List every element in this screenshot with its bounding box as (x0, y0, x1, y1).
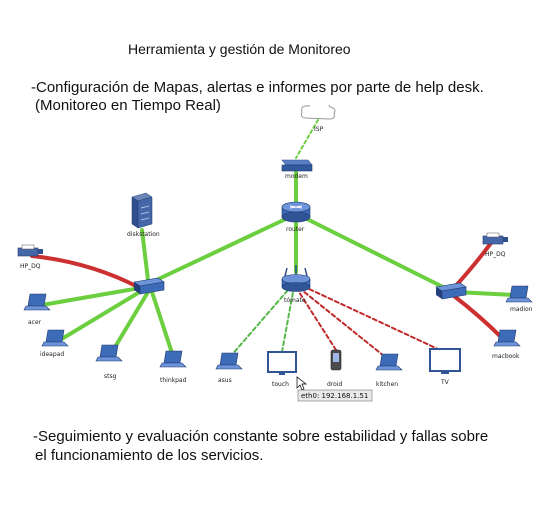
node-label-stsg: stsg (104, 373, 117, 380)
link-isp-modem (295, 119, 319, 159)
modem-icon[interactable]: modem (281, 159, 313, 180)
link-diskstation-left-switch (140, 228, 150, 282)
ip-tooltip-text: eth0: 192.168.1.51 (301, 392, 368, 400)
link-acer-left-switch (40, 286, 142, 307)
link-macbook-right-switch (452, 294, 504, 340)
laptop-acer-icon[interactable]: acer (23, 293, 51, 326)
node-label-asus: asus (218, 377, 232, 384)
tv-icon[interactable]: TV (429, 348, 461, 386)
link-thinkpad-left-switch (150, 290, 175, 358)
network-links (30, 119, 517, 358)
link-hp-left-switch (30, 254, 142, 290)
laptop-macbook-icon[interactable]: macbook (492, 329, 521, 360)
link-tv-ap (306, 287, 441, 351)
footer-line-2: el funcionamiento de los servicios. (35, 447, 264, 464)
link-kitchen-ap (302, 290, 385, 357)
node-label-tv: TV (440, 379, 450, 386)
router-icon[interactable]: router (281, 201, 311, 233)
node-label-droid: droid (327, 381, 342, 388)
printer-left-icon[interactable]: HP_DQ (17, 244, 43, 270)
node-label-diskstation: diskstation (127, 231, 160, 238)
link-router-right-switch (301, 215, 449, 291)
phone-droid-icon[interactable]: droid (327, 349, 342, 388)
right-switch-icon[interactable] (435, 282, 467, 300)
ip-tooltip: eth0: 192.168.1.51 (297, 389, 373, 402)
link-asus-ap (229, 289, 289, 358)
node-label-acer: acer (28, 319, 42, 326)
isp-cloud-icon[interactable]: ISP (301, 105, 336, 133)
laptop-asus-icon[interactable]: asus (215, 352, 243, 384)
node-label-macbook: macbook (492, 353, 520, 360)
laptop-kitchen-icon[interactable]: kitchen (375, 353, 403, 388)
left-switch-icon[interactable] (133, 277, 165, 295)
laptop-stsg-icon[interactable]: stsg (95, 344, 123, 380)
touch-device-icon[interactable]: touch (267, 351, 297, 388)
laptop-ideapad-icon[interactable]: ideapad (40, 329, 69, 358)
node-label-hp-left: HP_DQ (20, 263, 41, 270)
footer-line-1: -Seguimiento y evaluación constante sobr… (33, 428, 489, 445)
node-label-modem: modem (285, 173, 308, 180)
node-label-hp-right: HP_DQ (485, 251, 506, 258)
node-label-touch: touch (272, 381, 289, 388)
link-droid-ap (298, 291, 337, 351)
laptop-thinkpad-icon[interactable]: thinkpad (159, 350, 187, 384)
node-label-ideapad: ideapad (40, 351, 64, 358)
laptop-madion-icon[interactable]: madion (505, 285, 533, 313)
mouse-cursor-icon (296, 376, 308, 391)
page-title: Herramienta y gestión de Monitoreo (128, 41, 351, 57)
link-router-left-switch (148, 215, 292, 285)
node-label-thinkpad: thinkpad (160, 377, 187, 384)
intro-line-2: (Monitoreo en Tiempo Real) (35, 97, 221, 114)
diskstation-icon[interactable]: diskstation (127, 192, 160, 238)
node-label-kitchen: kitchen (376, 381, 398, 388)
link-ideapad-left-switch (58, 288, 145, 342)
access-point-icon[interactable]: tómate (281, 265, 311, 304)
node-label-madion: madion (510, 306, 533, 313)
node-label-ap: tómate (284, 297, 306, 304)
intro-line-1: -Configuración de Mapas, alertas e infor… (31, 79, 484, 96)
link-touch-ap (281, 291, 294, 353)
node-label-router: router (286, 226, 305, 233)
node-label-isp: ISP (314, 126, 324, 133)
printer-right-icon[interactable]: HP_DQ (482, 232, 508, 258)
link-stsg-left-switch (110, 290, 150, 354)
network-diagram: ISP modem router diskstation (17, 105, 533, 402)
